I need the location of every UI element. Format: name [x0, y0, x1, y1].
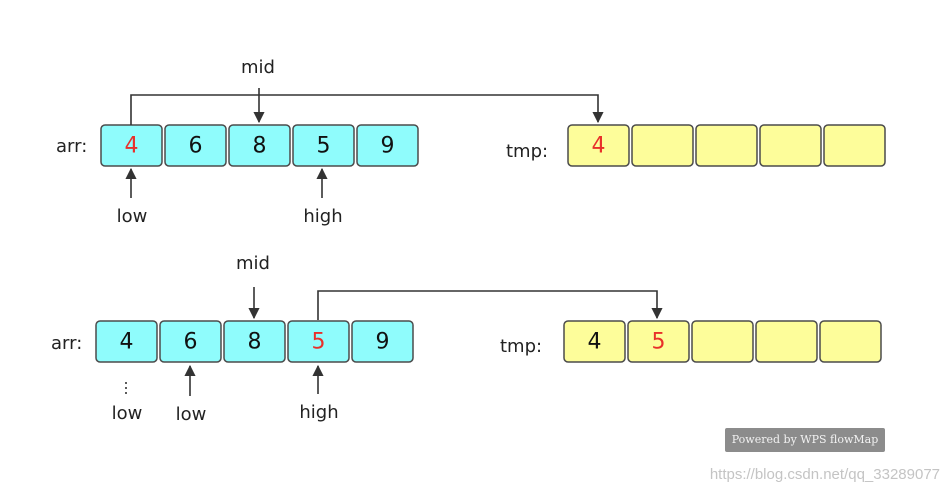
tmp-label: tmp:: [506, 141, 548, 162]
old-low-label: low: [112, 403, 143, 424]
arr-cell-2: [228, 124, 291, 167]
arr-cell-value-4: 9: [381, 134, 395, 159]
arr-cell-value-3: 5: [312, 330, 326, 355]
tmp-cell-3: [755, 320, 818, 363]
arr-cell-2: [223, 320, 286, 363]
tmp-cell-0: [567, 124, 630, 167]
low-label: low: [117, 206, 148, 227]
arr-cell-1: [164, 124, 227, 167]
arr-label: arr:: [56, 136, 87, 157]
tmp-cell-2: [695, 124, 758, 167]
source-watermark: https://blog.csdn.net/qq_33289077: [709, 466, 940, 483]
arr-cell-value-1: 6: [184, 330, 198, 355]
arr-cell-value-2: 8: [248, 330, 262, 355]
arr-cell-value-0: 4: [125, 134, 139, 159]
tmp-cell-value-0: 4: [588, 330, 602, 355]
arr-cell-3: [287, 320, 350, 363]
low-label: low: [176, 404, 207, 425]
tmp-cells: 4: [567, 124, 886, 167]
tmp-cell-value-1: 5: [652, 330, 666, 355]
high-label: high: [299, 402, 338, 423]
tmp-cell-2: [691, 320, 754, 363]
arr-cells: 4 6 8 5 9: [100, 124, 419, 167]
tmp-cell-1: [627, 320, 690, 363]
arr-cell-value-4: 9: [376, 330, 390, 355]
arr-cell-value-3: 5: [317, 134, 331, 159]
tmp-cell-4: [823, 124, 886, 167]
arr-cell-0: [95, 320, 158, 363]
arr-label: arr:: [51, 333, 82, 354]
arr-cell-4: [356, 124, 419, 167]
tmp-label: tmp:: [500, 336, 542, 357]
powered-by-badge: Powered by WPS flowMap: [725, 428, 885, 452]
high-label: high: [303, 206, 342, 227]
tmp-cell-value-0: 4: [592, 134, 606, 159]
tmp-cell-0: [563, 320, 626, 363]
mid-label: mid: [241, 57, 275, 78]
arr-cell-value-2: 8: [253, 134, 267, 159]
tmp-cell-3: [759, 124, 822, 167]
copy-connector: [317, 290, 663, 320]
arr-cell-4: [351, 320, 414, 363]
arr-cell-1: [159, 320, 222, 363]
copy-connector: [130, 94, 604, 125]
tmp-cell-4: [819, 320, 882, 363]
arr-cell-3: [292, 124, 355, 167]
row-1: arr: 4 6 8 5 9 tmp: 4 mid low high: [56, 57, 886, 227]
arr-cells: 4 6 8 5 9: [95, 320, 414, 363]
arr-cell-value-1: 6: [189, 134, 203, 159]
mid-label: mid: [236, 253, 270, 274]
arr-cell-value-0: 4: [120, 330, 134, 355]
tmp-cell-1: [631, 124, 694, 167]
